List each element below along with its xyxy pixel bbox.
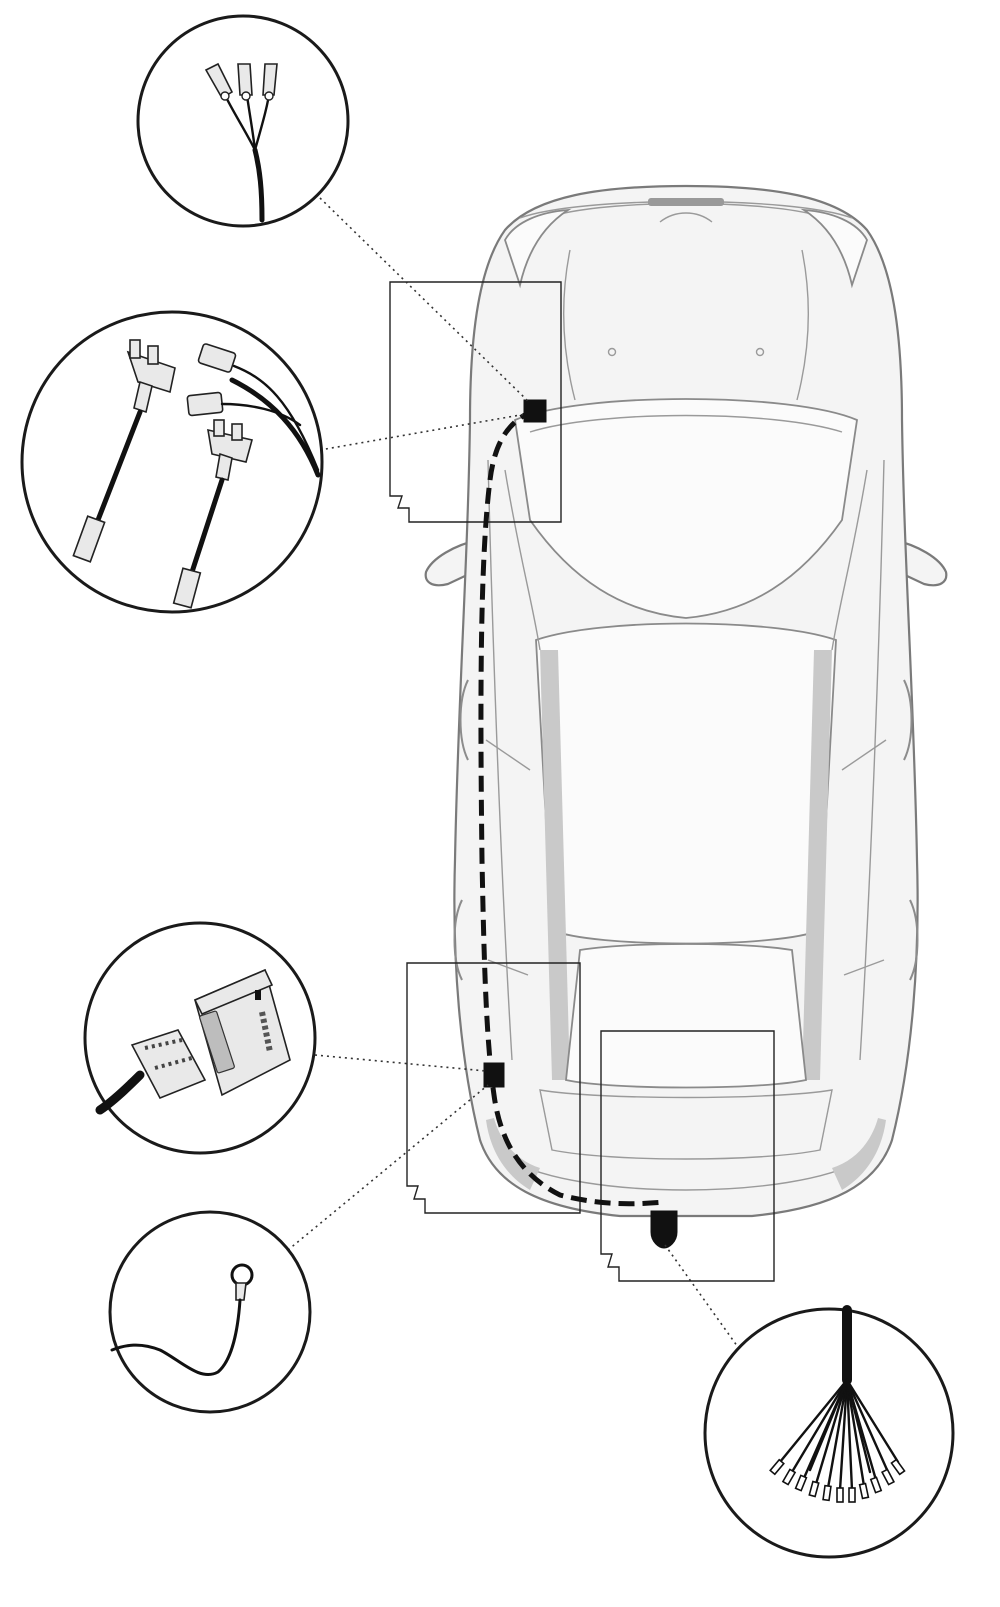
right-rear-door-line — [843, 959, 885, 976]
leader-lines — [287, 197, 741, 1351]
right-door-line — [841, 739, 887, 771]
right-taillight — [832, 1118, 886, 1190]
windscreen — [514, 398, 858, 619]
leader-battery-clips — [319, 197, 531, 404]
callout-fuse-taps — [20, 310, 324, 614]
left-taillight — [486, 1118, 540, 1190]
rear-module-connector — [483, 1062, 505, 1088]
callout-towbar-socket-wires — [703, 1305, 955, 1559]
three-clip-terminals-icon — [204, 62, 278, 223]
callout-battery-clips — [136, 14, 350, 228]
leader-fuse-taps — [319, 413, 527, 451]
front-sensor — [648, 198, 724, 206]
callout-battery-clips-circle — [136, 14, 350, 228]
windscreen-inner-line — [529, 414, 843, 433]
engine-bay-zone — [389, 281, 562, 523]
car-top-view — [424, 184, 948, 1218]
right-a-pillar — [831, 469, 868, 651]
right-rear-wheel-arch — [909, 899, 919, 981]
fuse-tap-connectors-icon — [72, 339, 321, 609]
washer-jet-left — [607, 347, 617, 357]
harness-main-run — [478, 407, 666, 1207]
right-roof-rail — [802, 650, 832, 1080]
bonnet-crease-left — [563, 249, 576, 401]
engine-bay-connector — [523, 399, 547, 423]
rear-left-zone — [406, 962, 581, 1214]
rear-window — [565, 943, 807, 1089]
left-rear-wheel-arch — [453, 899, 463, 981]
right-side-line — [859, 459, 885, 1061]
roof — [535, 622, 837, 945]
rear-bumper-zone — [600, 1030, 775, 1282]
loose-wire-bundle-icon — [769, 1305, 906, 1503]
left-side-line — [487, 459, 513, 1061]
left-roof-rail — [540, 650, 570, 1080]
left-door-line — [485, 739, 531, 771]
callout-fuse-taps-circle — [20, 310, 324, 614]
bonnet-crease-right — [796, 249, 809, 401]
towbar-socket-plug — [650, 1210, 678, 1249]
washer-jet-right — [755, 347, 765, 357]
callout-ground-eyelet-circle — [108, 1210, 312, 1414]
install-zones — [389, 281, 775, 1282]
left-front-wheel-arch — [459, 679, 469, 761]
rear-bumper — [509, 1159, 863, 1191]
right-front-wheel-arch — [903, 679, 913, 761]
leader-towbar-socket — [664, 1244, 741, 1351]
bonnet-emblem-line — [659, 212, 713, 223]
right-headlight — [800, 208, 868, 289]
ring-terminal-icon — [110, 1263, 254, 1376]
leader-ground-eyelet — [287, 1084, 489, 1251]
tailgate — [539, 1089, 833, 1160]
left-headlight — [504, 208, 572, 289]
leader-control-module — [314, 1054, 487, 1072]
callout-control-module — [83, 921, 317, 1155]
callout-ground-eyelet — [108, 1210, 312, 1414]
wiring-harness-route — [478, 399, 678, 1249]
left-a-pillar — [504, 469, 541, 651]
callout-towbar-socket-wires-circle — [703, 1307, 955, 1559]
multi-pin-module-connector-icon — [95, 968, 291, 1115]
